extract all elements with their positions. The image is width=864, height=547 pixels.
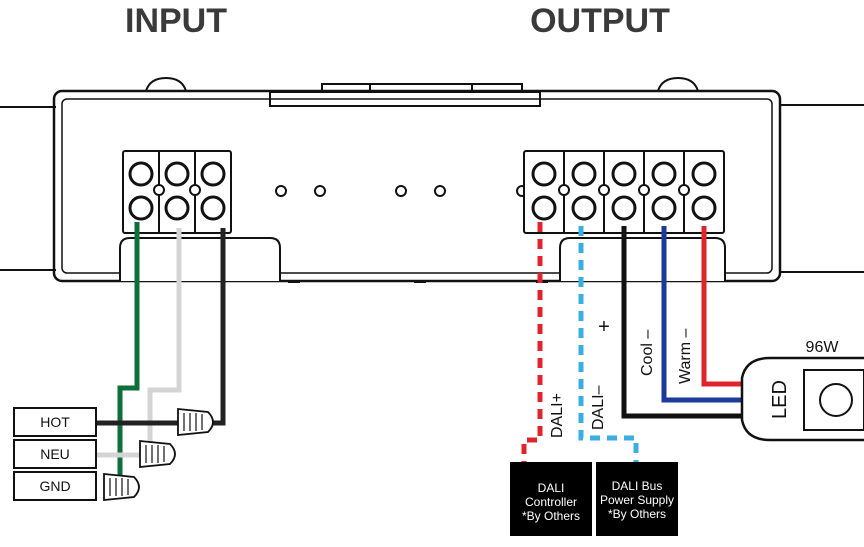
neutral-wire bbox=[96, 228, 182, 458]
dali-plus-wire bbox=[521, 222, 543, 462]
controller-line3: *By Others bbox=[522, 509, 580, 523]
mounting-rail bbox=[0, 104, 864, 273]
led-plus-wire bbox=[621, 226, 746, 419]
wire-nut-neutral bbox=[139, 440, 176, 468]
warm-label: Warm – bbox=[677, 328, 694, 384]
wire-entry-cutouts bbox=[119, 237, 726, 281]
input-label-hot: HOT bbox=[13, 407, 97, 437]
plus-label: + bbox=[598, 316, 610, 338]
wire-nut-ground bbox=[103, 473, 140, 501]
led-label: LED bbox=[769, 380, 791, 419]
dali-minus-wire bbox=[578, 226, 639, 462]
housing-holes bbox=[275, 185, 528, 197]
input-terminal-block bbox=[122, 150, 232, 234]
controller-line1: DALI bbox=[538, 481, 565, 495]
input-heading: INPUT bbox=[125, 2, 227, 40]
power-supply-line2: Power Supply bbox=[600, 493, 674, 507]
hot-label: HOT bbox=[40, 414, 70, 430]
neu-label: NEU bbox=[40, 446, 70, 462]
power-supply-line3: *By Others bbox=[608, 507, 666, 521]
power-supply-line1: DALI Bus bbox=[612, 479, 663, 493]
controller-line2: Controller bbox=[525, 495, 577, 509]
cool-minus-wire bbox=[661, 226, 746, 403]
dali-power-supply-box: DALI Bus Power Supply *By Others bbox=[596, 462, 678, 536]
wire-nut-hot bbox=[177, 408, 214, 436]
input-label-neu: NEU bbox=[13, 439, 97, 469]
hot-wire bbox=[96, 228, 226, 426]
output-heading: OUTPUT bbox=[530, 2, 670, 40]
cool-label: Cool – bbox=[639, 330, 656, 376]
warm-minus-wire bbox=[701, 226, 746, 387]
dali-controller-box: DALI Controller *By Others bbox=[510, 462, 592, 536]
led-module: LED bbox=[740, 356, 864, 442]
dali-plus-label: DALI+ bbox=[549, 393, 566, 438]
led-wattage: 96W bbox=[806, 339, 840, 356]
input-label-gnd: GND bbox=[13, 471, 97, 501]
dali-minus-label: DALI– bbox=[590, 385, 607, 430]
gnd-label: GND bbox=[39, 478, 70, 494]
output-terminal-block bbox=[523, 150, 725, 234]
led-icon bbox=[819, 383, 853, 417]
